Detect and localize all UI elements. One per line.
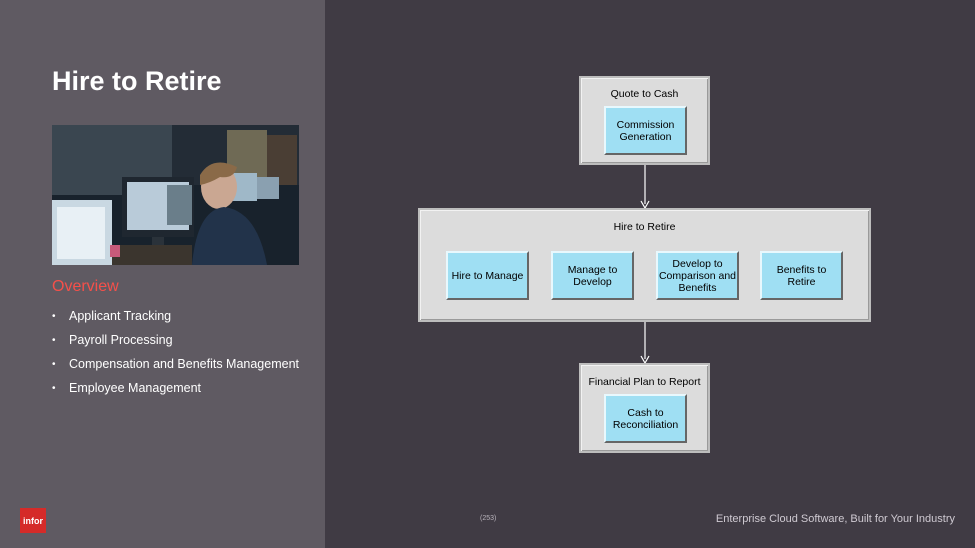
infor-logo: infor xyxy=(20,508,46,533)
left-panel: Hire to Retire Overview Applicant Tracki… xyxy=(0,0,325,548)
photo-illustration xyxy=(52,125,299,265)
overview-heading: Overview xyxy=(52,278,119,295)
footer-tagline: Enterprise Cloud Software, Built for You… xyxy=(715,513,955,525)
bullet-item: Employee Management xyxy=(52,380,299,404)
manage-to-develop-box: Manage to Develop xyxy=(551,251,634,300)
develop-to-comparison-box: Develop to Comparison and Benefits xyxy=(656,251,739,300)
hire-to-retire-label: Hire to Retire xyxy=(613,221,676,233)
office-photo xyxy=(52,125,299,265)
hire-to-retire-box: Hire to Retire Hire to Manage Manage to … xyxy=(418,208,871,322)
bullet-item: Compensation and Benefits Management xyxy=(52,356,299,380)
quote-to-cash-box: Quote to Cash Commission Generation xyxy=(579,76,710,165)
hire-to-manage-box: Hire to Manage xyxy=(446,251,529,300)
financial-plan-label: Financial Plan to Report xyxy=(588,376,701,388)
slide-title: Hire to Retire xyxy=(52,66,222,96)
bullet-item: Payroll Processing xyxy=(52,332,299,356)
bullet-item: Applicant Tracking xyxy=(52,308,299,332)
quote-to-cash-label: Quote to Cash xyxy=(610,88,679,100)
benefits-to-retire-box: Benefits to Retire xyxy=(760,251,843,300)
overview-bullet-list: Applicant Tracking Payroll Processing Co… xyxy=(52,308,299,404)
page-number: (253) xyxy=(480,515,497,522)
cash-to-reconciliation-box: Cash to Reconciliation xyxy=(604,394,687,443)
financial-plan-box: Financial Plan to Report Cash to Reconci… xyxy=(579,363,710,453)
commission-generation-box: Commission Generation xyxy=(604,106,687,155)
